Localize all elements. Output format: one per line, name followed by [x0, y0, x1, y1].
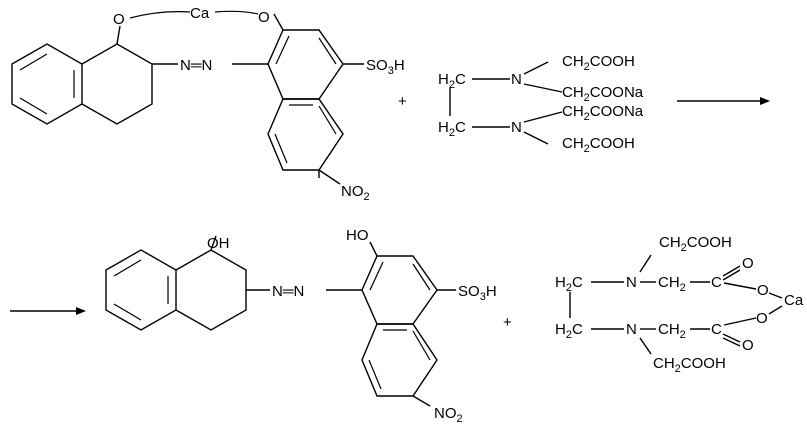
reactant-ca: Ca — [190, 5, 210, 22]
reactant-benzene-ring — [11, 43, 83, 125]
edta-h2c-top: H2C — [438, 71, 466, 91]
product-dye: OH N═N HO SO3H NO2 — [105, 227, 497, 425]
edta-n-bottom: N — [511, 119, 522, 136]
ca-edta-o-double-top: O — [742, 255, 754, 272]
ca-edta-top-arm: CH2COOH — [659, 234, 732, 254]
ca-edta-ca: Ca — [784, 292, 804, 309]
reactant-saturated-ring — [81, 43, 153, 125]
product-azo: N═N — [272, 283, 304, 300]
ca-edta-bottom-arm: CH2COOH — [653, 355, 726, 375]
edta-arm-4: CH2COOH — [562, 135, 635, 155]
ca-edta-ch2-bottom: CH2 — [658, 321, 686, 341]
product-naphthalene-ring-b — [361, 323, 438, 397]
product-oh: OH — [207, 235, 230, 252]
product-saturated-ring — [175, 249, 247, 331]
reaction-arrow-bottom — [10, 307, 86, 315]
ca-edta-c-bottom: C — [711, 321, 722, 338]
edta-arm-2: CH2COONa — [562, 84, 644, 104]
ca-edta-o-bottom: O — [756, 310, 768, 327]
plus-sign-1: + — [398, 93, 407, 110]
ca-edta-h2c-bottom: H2C — [555, 321, 583, 341]
ca-edta-h2c-top: H2C — [555, 274, 583, 294]
ca-edta-c-top: C — [711, 274, 722, 291]
ca-edta-ch2-top: CH2 — [658, 274, 686, 294]
product-so3h: SO3H — [458, 283, 497, 303]
product-benzene-ring — [105, 249, 177, 331]
reactant-naphthalene-ring-b — [267, 98, 344, 171]
reactant-azo: N═N — [180, 57, 212, 74]
ca-edta-o-top: O — [757, 282, 769, 299]
ca-edta-complex: CH2COOH H2C N CH2 C O O Ca O H2C N CH2 C… — [555, 234, 804, 375]
product-ho: HO — [346, 227, 369, 244]
reactant-o-right: O — [258, 9, 270, 26]
product-naphthalene-ring-a — [361, 255, 438, 325]
reactant-coordination-bond-right — [214, 10, 259, 15]
reactant-o-left: O — [113, 11, 125, 28]
ca-edta-o-double-bottom: O — [742, 337, 754, 354]
reactant-no2: NO2 — [341, 183, 370, 203]
product-no2: NO2 — [434, 405, 463, 425]
edta-arm-1: CH2COOH — [562, 53, 635, 73]
reaction-arrow-top — [677, 97, 770, 105]
reactant-naphthalene-ring-a — [267, 29, 344, 100]
ca-edta-n-bottom: N — [626, 321, 637, 338]
edta-arm-3: CH2COONa — [562, 103, 644, 123]
disodium-edta: H2C H2C N N CH2COOH CH2COONa CH2COONa CH… — [438, 53, 644, 155]
plus-sign-2: + — [503, 314, 512, 331]
reactant-dye: O Ca O N═N SO3H NO2 — [11, 5, 405, 203]
reactant-coordination-bond-left — [129, 11, 191, 19]
reactant-so3h: SO3H — [366, 57, 405, 77]
edta-h2c-bottom: H2C — [438, 119, 466, 139]
edta-n-top: N — [511, 71, 522, 88]
ca-edta-n-top: N — [626, 274, 637, 291]
